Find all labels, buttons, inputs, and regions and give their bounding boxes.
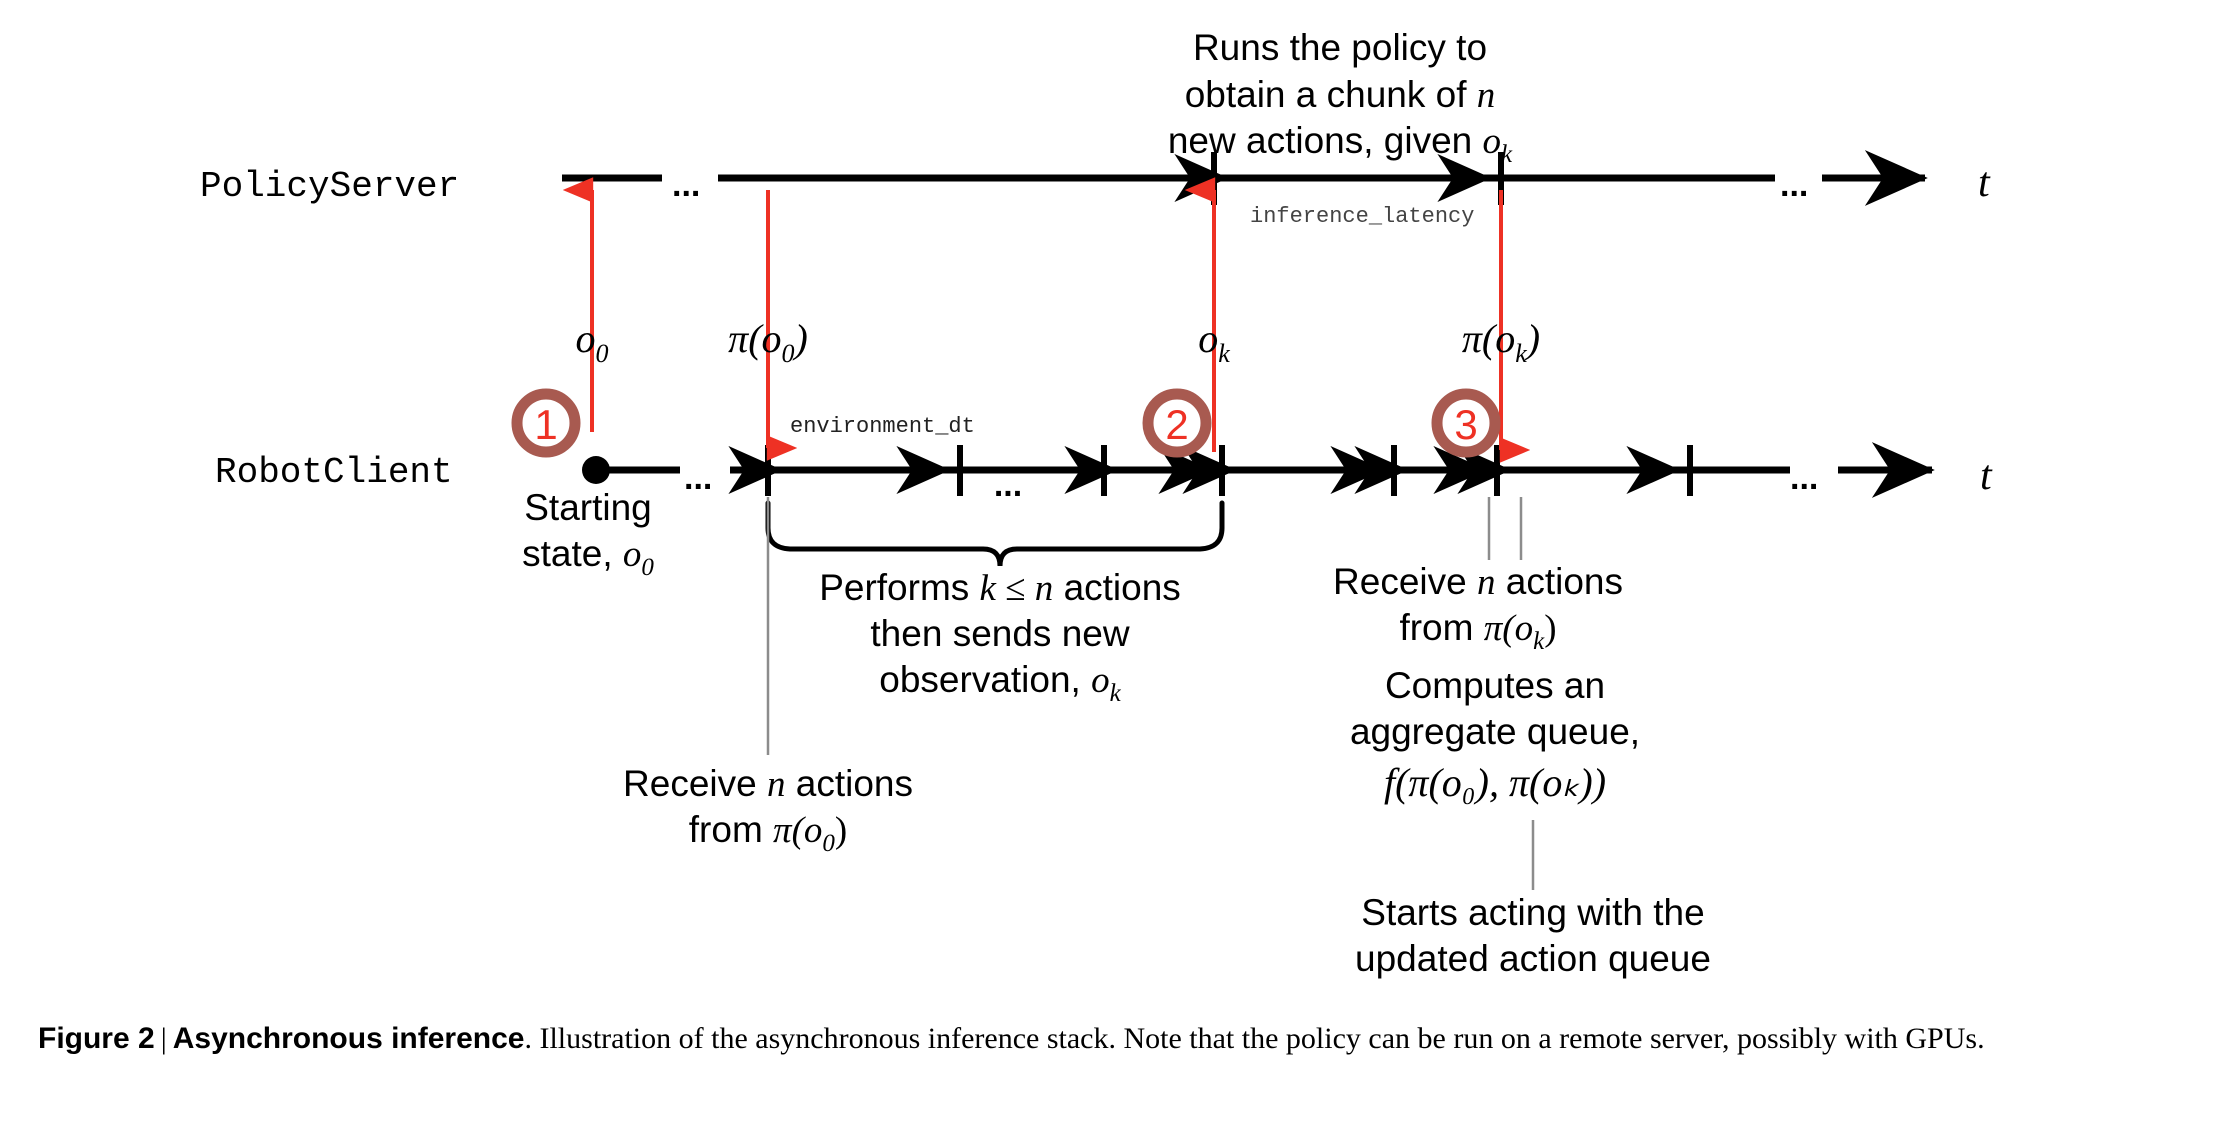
top-note-k-subscript: k xyxy=(1501,141,1513,168)
callout-performs-n: n xyxy=(1035,568,1054,609)
message-label-ok: ok xyxy=(1198,316,1230,368)
step-marker-1[interactable]: 1 xyxy=(511,388,581,458)
lane-label-robot-client: RobotClient xyxy=(215,452,453,493)
top-note-n-symbol: n xyxy=(1477,75,1496,116)
step-marker-2[interactable]: 2 xyxy=(1142,388,1212,458)
top-note-line-1: Runs the policy to xyxy=(1193,27,1487,68)
callout-performs-le: ≤ xyxy=(996,568,1035,609)
robot-client-ellipsis-mid: ... xyxy=(994,466,1022,504)
caption-body: . Illustration of the asynchronous infer… xyxy=(524,1022,1985,1055)
callout-receive-o0-line1: Receive n actions xyxy=(623,763,913,805)
step-marker-2-number: 2 xyxy=(1165,401,1188,448)
callout-performs-line2: then sends new xyxy=(870,613,1129,654)
callout-receive-ok-sub: k xyxy=(1533,628,1545,655)
message-label-pi-ok-tail: ) xyxy=(1525,316,1540,361)
callout-performs-line1: Performs k ≤ n actions xyxy=(819,567,1181,609)
callout-starting-state-o: o xyxy=(623,534,642,575)
policy-server-ellipsis-left: ... xyxy=(672,166,700,204)
callout-receive-ok-from: from xyxy=(1399,607,1483,648)
caption-separator: | xyxy=(160,1022,167,1055)
top-note-line-2: obtain a chunk of n xyxy=(1185,74,1496,116)
callout-performs-obs-text: observation, xyxy=(879,659,1091,700)
callouts: Starting state, o0 Performs k ≤ n action… xyxy=(522,487,1711,979)
message-label-pi-o0-sub: 0 xyxy=(782,339,795,368)
policy-server-ellipsis-right: ... xyxy=(1780,166,1808,204)
callout-starts-acting-line2: updated action queue xyxy=(1355,938,1711,979)
robot-client-ellipsis-left: ... xyxy=(684,459,712,497)
callout-receive-o0-line2: from π(o0) xyxy=(689,809,847,857)
callout-receive-o0-paren: ) xyxy=(835,810,847,851)
top-note-line-2-text: obtain a chunk of xyxy=(1185,74,1477,115)
top-note-line-3-text: new actions, given xyxy=(1168,120,1483,161)
message-label-pi-ok-sub: k xyxy=(1515,339,1527,368)
figure-asynchronous-inference: PolicyServer ... ... t inference_latency… xyxy=(200,27,1993,979)
step-marker-3[interactable]: 3 xyxy=(1431,388,1501,458)
callout-starting-state-text: state, xyxy=(522,533,623,574)
callout-performs-line3: observation, ok xyxy=(879,659,1121,707)
caption-bold-title: Asynchronous inference xyxy=(172,1022,525,1055)
callout-aggregate-formula: f(π(o₀), π(oₖ)) xyxy=(1384,760,1606,805)
message-arrows: o0 π(o0) ok π(ok) xyxy=(562,177,1540,463)
message-label-ok-sub: k xyxy=(1218,339,1230,368)
performs-actions-brace xyxy=(765,500,1225,567)
robot-client-axis-label-t: t xyxy=(1980,453,1993,499)
callout-receive-ok-line2: from π(ok) xyxy=(1399,607,1556,655)
message-label-ok-base: o xyxy=(1198,316,1218,361)
callout-performs-text-b: actions xyxy=(1053,567,1181,608)
caption-figure-number: Figure 2 xyxy=(38,1022,155,1055)
message-label-pi-o0-base: π(o xyxy=(728,316,781,361)
callout-receive-o0-b: actions xyxy=(785,763,913,804)
message-label-o0-sub: 0 xyxy=(596,339,609,368)
callout-receive-o0-a: Receive xyxy=(623,763,767,804)
callout-performs-obs-o: o xyxy=(1091,660,1110,701)
message-label-pi-o0-tail: ) xyxy=(793,316,808,361)
figure-caption: Figure 2|Asynchronous inference. Illustr… xyxy=(38,1018,2178,1061)
callout-performs-obs-sub: k xyxy=(1110,680,1122,707)
callout-performs-k: k xyxy=(980,568,997,609)
step-marker-3-number: 3 xyxy=(1454,401,1477,448)
callout-starting-state-o-sub: 0 xyxy=(641,554,654,581)
callout-receive-o0-pi: π(o xyxy=(773,810,822,851)
message-label-o0: o0 xyxy=(576,316,609,368)
callout-starting-state-line1: Starting xyxy=(524,487,652,528)
policy-server-axis-label-t: t xyxy=(1978,160,1991,206)
lane-policy-server: PolicyServer ... ... t inference_latency… xyxy=(200,27,1991,229)
message-label-o0-base: o xyxy=(576,316,596,361)
inference-latency-label: inference_latency xyxy=(1250,204,1474,229)
callout-receive-ok-a: Receive xyxy=(1333,561,1477,602)
lane-robot-client: RobotClient ... ... t ... environment_ xyxy=(215,414,1993,504)
environment-dt-label: environment_dt xyxy=(790,414,975,439)
callout-receive-ok-line1: Receive n actions xyxy=(1333,561,1623,603)
timeline-diagram: PolicyServer ... ... t inference_latency… xyxy=(200,27,1993,979)
callout-receive-o0-sub: 0 xyxy=(822,830,835,857)
callout-receive-o0-n: n xyxy=(767,764,786,805)
callout-receive-ok-b: actions xyxy=(1495,561,1623,602)
callout-starting-state-line2: state, o0 xyxy=(522,533,654,581)
step-marker-1-number: 1 xyxy=(534,401,557,448)
callout-aggregate-line2: aggregate queue, xyxy=(1350,711,1640,752)
message-label-pi-ok: π(ok) xyxy=(1462,316,1540,368)
robot-client-ellipsis-right: ... xyxy=(1790,459,1818,497)
callout-starts-acting-line1: Starts acting with the xyxy=(1361,892,1704,933)
message-label-pi-o0: π(o0) xyxy=(728,316,808,368)
step-markers: 1 2 3 xyxy=(511,388,1501,458)
callout-receive-ok-n: n xyxy=(1477,562,1496,603)
lane-label-policy-server: PolicyServer xyxy=(200,166,459,207)
message-label-pi-ok-base: π(o xyxy=(1462,316,1515,361)
top-note-line-3: new actions, given ok xyxy=(1168,120,1513,168)
callout-receive-ok-paren: ) xyxy=(1544,608,1556,649)
callout-performs-text-a: Performs xyxy=(819,567,979,608)
callout-aggregate-line1: Computes an xyxy=(1385,665,1605,706)
callout-receive-o0-from: from xyxy=(689,809,773,850)
callout-receive-ok-pi: π(o xyxy=(1484,608,1533,649)
top-note-o-symbol: o xyxy=(1483,121,1502,162)
